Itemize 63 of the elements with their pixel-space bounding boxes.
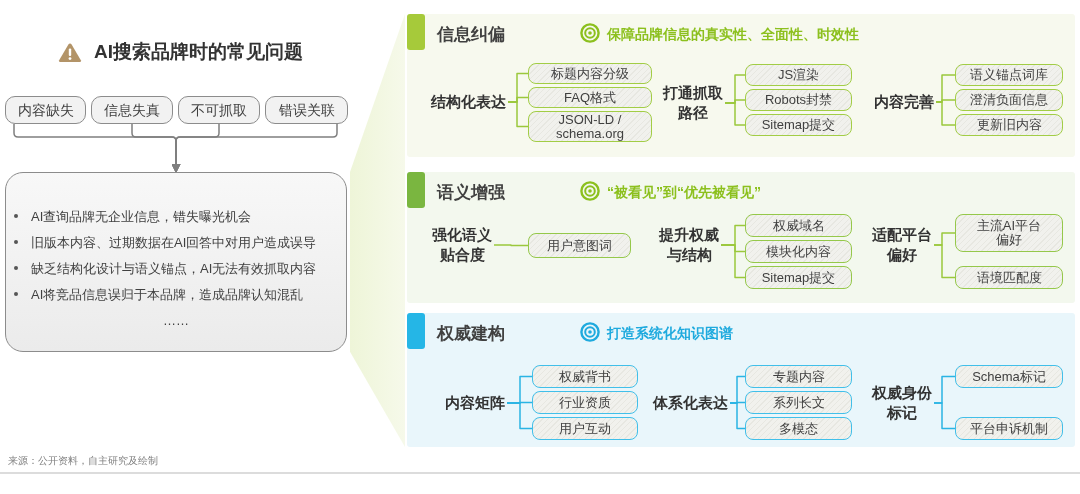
measure-tag: 用户意图词 — [528, 233, 631, 258]
bracket-line — [933, 402, 956, 430]
measure-tag: 用户互动 — [532, 417, 638, 440]
measure-tag: 更新旧内容 — [955, 114, 1063, 136]
section-panel — [407, 14, 1075, 157]
ellipsis-text: …… — [163, 313, 189, 327]
funnel-shape — [350, 14, 405, 447]
bracket-line — [933, 244, 956, 279]
measure-tag: JS渲染 — [745, 64, 852, 86]
measure-tag: 语义锚点词库 — [955, 64, 1063, 86]
problem-tag: 信息失真 — [91, 96, 173, 124]
bullet-text: 旧版本内容、过期数据在AI回答中对用户造成误导 — [31, 235, 317, 249]
problem-tag: 错误关联 — [265, 96, 348, 124]
bracket-line — [724, 102, 746, 126]
measure-tag: 专题内容 — [745, 365, 852, 388]
measure-tag: 权威背书 — [532, 365, 638, 388]
problem-tag: 内容缺失 — [5, 96, 86, 124]
measure-tag: Robots封禁 — [745, 89, 852, 111]
category-label: 体系化表达 — [650, 393, 730, 413]
category-label: 内容完善 — [872, 92, 936, 112]
bracket-line — [729, 402, 746, 430]
measure-tag: FAQ格式 — [528, 87, 652, 108]
section-subtitle: 保障品牌信息的真实性、全面性、时效性 — [607, 25, 859, 44]
measure-tag: JSON-LD / schema.org — [528, 111, 652, 142]
section-heading: 语义增强 — [437, 182, 505, 204]
section-panel — [407, 313, 1075, 447]
section-subtitle: “被看见”到“优先被看见” — [607, 183, 761, 202]
section-subtitle: 打造系统化知识图谱 — [607, 324, 733, 343]
measure-tag: 标题内容分级 — [528, 63, 652, 84]
bullet-text: AI查询品牌无企业信息，错失曝光机会 — [31, 209, 252, 223]
category-label: 强化语义贴合度 — [430, 225, 494, 265]
bracket-line — [507, 101, 529, 128]
category-label: 结构化表达 — [428, 92, 508, 112]
measure-tag: 系列长文 — [745, 391, 852, 414]
measure-tag: Sitemap提交 — [745, 266, 852, 289]
issue-list-panel — [5, 172, 347, 352]
category-label: 提升权威与结构 — [657, 225, 721, 265]
category-label: 打通抓取路径 — [661, 83, 725, 123]
measure-tag: 主流AI平台偏好 — [955, 214, 1063, 252]
section-panel — [407, 172, 1075, 303]
measure-tag: Schema标记 — [955, 365, 1063, 388]
source-note: 来源：公开资料，自主研究及绘制 — [8, 454, 158, 468]
bracket-line — [506, 402, 533, 430]
bracket-line — [720, 244, 746, 279]
section-heading: 权威建构 — [437, 323, 505, 345]
measure-tag: Sitemap提交 — [745, 114, 852, 136]
measure-tag: 平台申诉机制 — [955, 417, 1063, 440]
category-label: 权威身份标记 — [870, 383, 934, 423]
problem-tag: 不可抓取 — [178, 96, 260, 124]
category-label: 内容矩阵 — [443, 393, 507, 413]
measure-tag: 澄清负面信息 — [955, 89, 1063, 111]
bracket-line — [935, 101, 956, 126]
measure-tag: 权威域名 — [745, 214, 852, 237]
category-label: 适配平台偏好 — [870, 225, 934, 265]
measure-tag: 行业资质 — [532, 391, 638, 414]
bullet-text: AI将竞品信息误归于本品牌，造成品牌认知混乱 — [31, 287, 304, 301]
section-heading: 信息纠偏 — [437, 24, 505, 46]
measure-tag: 语境匹配度 — [955, 266, 1063, 289]
diagram-title: AI搜索品牌时的常见问题 — [94, 40, 303, 64]
bracket-line — [493, 244, 529, 247]
measure-tag: 模块化内容 — [745, 240, 852, 263]
bullet-text: 缺乏结构化设计与语义锚点，AI无法有效抓取内容 — [31, 261, 317, 275]
measure-tag: 多模态 — [745, 417, 852, 440]
